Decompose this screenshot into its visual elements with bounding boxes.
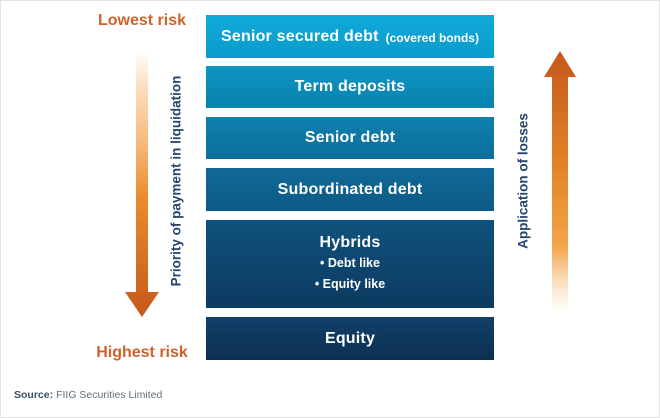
priority-axis-label: Priority of payment in liquidation bbox=[168, 75, 184, 287]
source-line: Source:FIIG Securities Limited bbox=[14, 389, 162, 401]
bar-senior-debt: Senior debt bbox=[206, 117, 494, 159]
bar-subtitle: (covered bonds) bbox=[385, 30, 479, 45]
bar-term-deposits: Term deposits bbox=[206, 66, 494, 108]
up-arrow-icon bbox=[544, 51, 576, 313]
bar-bullet-equity-like: • Equity like bbox=[314, 277, 386, 291]
source-label: Source: bbox=[14, 389, 54, 401]
lowest-risk-label: Lowest risk bbox=[97, 12, 187, 29]
bar-equity: Equity bbox=[206, 317, 494, 360]
bar-title: Hybrids bbox=[319, 234, 381, 251]
bar-bullet-debt-like: • Debt like bbox=[320, 256, 380, 270]
highest-risk-label: Highest risk bbox=[96, 344, 188, 361]
source-text: FIIG Securities Limited bbox=[56, 389, 163, 401]
bar-hybrids: Hybrids • Debt like • Equity like bbox=[206, 220, 494, 308]
bar-title: Subordinated debt bbox=[277, 180, 423, 198]
bar-subordinated-debt: Subordinated debt bbox=[206, 168, 494, 211]
bar-senior-secured-debt: Senior secured debt (covered bonds) bbox=[206, 15, 494, 58]
down-arrow-icon bbox=[125, 51, 159, 317]
bar-title: Senior debt bbox=[304, 129, 396, 146]
bar-title: Equity bbox=[324, 329, 376, 347]
bar-title: Term deposits bbox=[294, 78, 406, 95]
bar-title: Senior secured debt bbox=[221, 27, 379, 45]
losses-axis-label: Application of losses bbox=[515, 113, 531, 249]
